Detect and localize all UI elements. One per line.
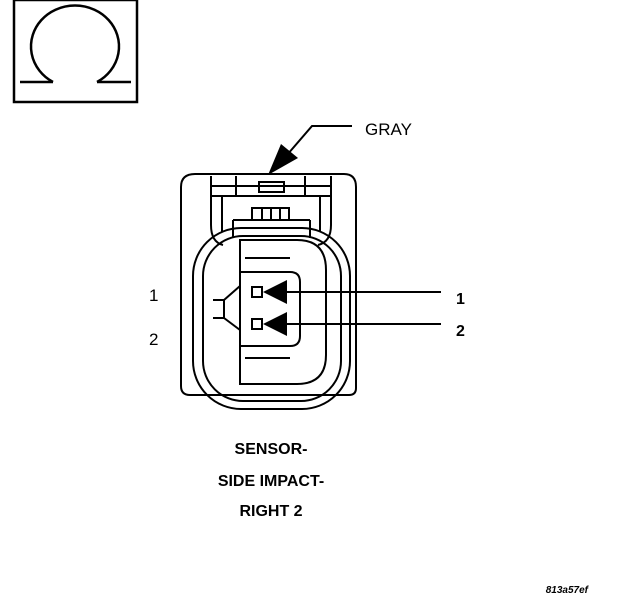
connector-face	[192, 227, 351, 410]
cavity-2	[251, 318, 263, 330]
figure-id: 813a57ef	[546, 585, 590, 596]
title-line-1: SENSOR-	[235, 441, 308, 458]
cavity-right-label-2: 2	[456, 323, 465, 340]
color-label: GRAY	[365, 120, 412, 139]
cavity-left-label-1: 1	[149, 286, 158, 305]
view-symbol-icon	[12, 0, 139, 104]
cavity-right-label-1: 1	[456, 291, 465, 308]
color-leader-arrow	[268, 125, 352, 175]
cavity-1	[251, 286, 263, 298]
cavity-1-arrow	[263, 280, 441, 304]
cavity-2-arrow	[263, 312, 441, 336]
cavity-left-label-2: 2	[149, 330, 158, 349]
title-line-2: SIDE IMPACT-	[218, 473, 324, 490]
connector-housing	[180, 173, 357, 396]
title-line-3: RIGHT 2	[239, 503, 302, 520]
